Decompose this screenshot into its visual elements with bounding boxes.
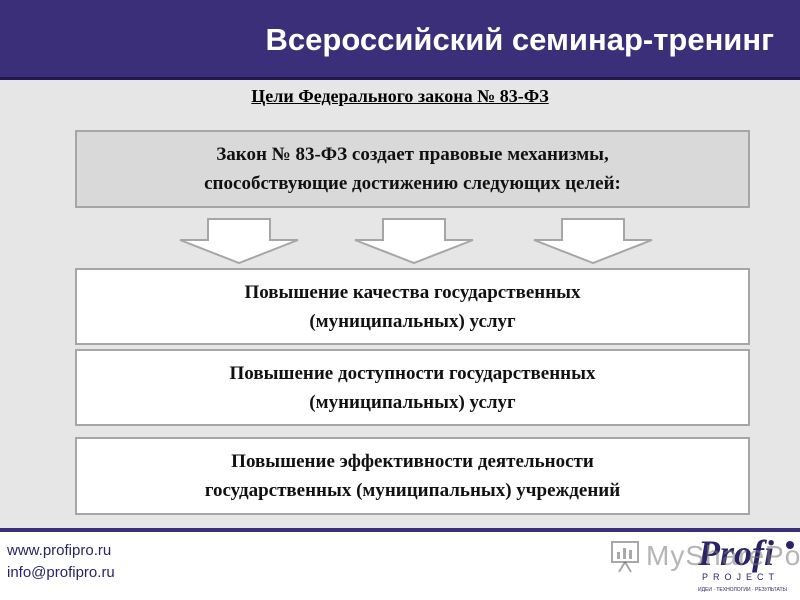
law-summary-line-2: способствующие достижению следующих целе… xyxy=(204,173,621,194)
law-summary-line-1: Закон № 83-ФЗ создает правовые механизмы… xyxy=(216,144,609,165)
goal-box-efficiency: Повышение эффективности деятельности гос… xyxy=(75,437,750,515)
watermark-text: MySharePoint xyxy=(646,540,800,571)
down-arrow-icon xyxy=(354,218,474,264)
presentation-chart-icon xyxy=(611,541,639,573)
website-link[interactable]: www.profipro.ru xyxy=(7,542,112,559)
goal-line: Повышение качества государственных xyxy=(244,281,581,303)
header-bar: Всероссийский семинар-тренинг xyxy=(0,0,800,80)
goal-line: Повышение доступности государственных xyxy=(229,362,596,384)
goal-line: государственных (муниципальных) учрежден… xyxy=(204,480,621,501)
goal-line: Повышение эффективности деятельности xyxy=(231,451,594,472)
logo-sub: PROJECT xyxy=(702,572,779,582)
profi-project-logo: Profi PROJECT ИДЕИ · ТЕХНОЛОГИИ · РЕЗУЛЬ… xyxy=(697,533,794,593)
logo-text: Profi xyxy=(697,533,774,573)
down-arrow-icon xyxy=(179,218,299,264)
down-arrow-icon xyxy=(533,218,653,264)
goal-line: (муниципальных) услуг xyxy=(309,310,516,332)
law-summary-box: Закон № 83-ФЗ создает правовые механизмы… xyxy=(75,130,750,208)
goal-box-quality: Повышение качества государственных (муни… xyxy=(75,268,750,345)
goal-line: (муниципальных) услуг xyxy=(309,391,516,413)
goal-box-accessibility: Повышение доступности государственных (м… xyxy=(75,349,750,426)
slide-subtitle: Цели Федерального закона № 83-ФЗ xyxy=(251,86,549,106)
email-link[interactable]: info@profipro.ru xyxy=(7,564,115,581)
footer-divider xyxy=(0,528,800,532)
logo-tagline: ИДЕИ · ТЕХНОЛОГИИ · РЕЗУЛЬТАТЫ xyxy=(698,587,788,593)
header-title: Всероссийский семинар-тренинг xyxy=(265,22,774,57)
